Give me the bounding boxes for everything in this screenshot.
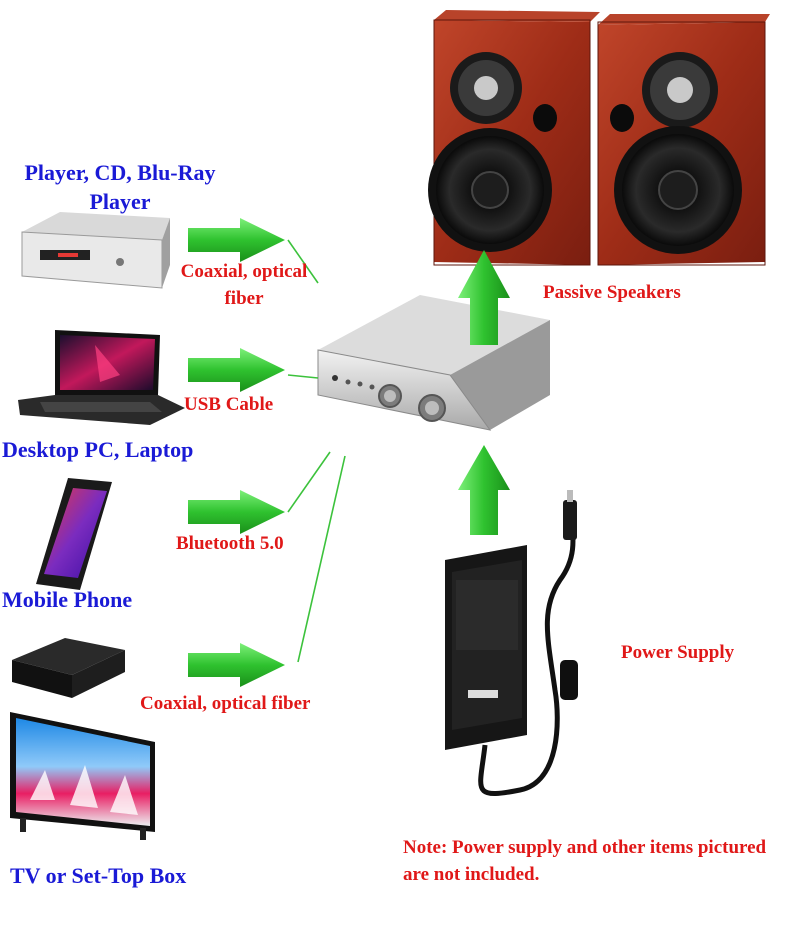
player-label: Player, CD, Blu-Ray Player [24, 160, 216, 214]
amplifier-image [317, 295, 550, 431]
player-connection-label: Coaxial, optical fiber [180, 261, 308, 309]
phone-connection-label: Bluetooth 5.0 [176, 533, 284, 554]
arrow-laptop [188, 348, 285, 392]
settop-box-image [12, 638, 125, 698]
laptop-label: Desktop PC, Laptop [2, 437, 194, 462]
player-image [21, 212, 170, 289]
tv-image [10, 712, 155, 840]
speakers-image [428, 10, 770, 266]
arrow-player [188, 218, 285, 262]
power-adapter-image [445, 490, 578, 796]
arrow-to-speakers [458, 250, 510, 345]
arrow-tv [188, 643, 285, 687]
arrow-from-power [458, 445, 510, 535]
power-supply-label: Power Supply [621, 642, 735, 663]
connection-lines [287, 239, 346, 663]
speakers-label: Passive Speakers [543, 282, 681, 303]
arrow-phone [188, 490, 285, 534]
tv-connection-label: Coaxial, optical fiber [140, 693, 311, 714]
laptop-image [18, 330, 185, 425]
tv-label: TV or Set-Top Box [10, 863, 187, 888]
laptop-connection-label: USB Cable [184, 394, 274, 415]
not-included-note: Note: Power supply and other items pictu… [403, 837, 767, 885]
phone-label: Mobile Phone [2, 587, 133, 612]
phone-image [36, 478, 112, 590]
